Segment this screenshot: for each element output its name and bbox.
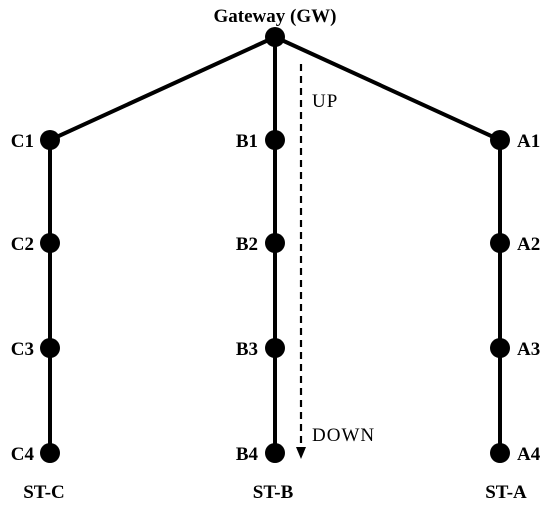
node-c1 [40, 130, 60, 150]
node-b2 [265, 233, 285, 253]
node-label-b1: B1 [236, 131, 258, 152]
branch-label-c: ST-C [23, 482, 65, 503]
node-a2 [490, 233, 510, 253]
node-c3 [40, 338, 60, 358]
up-label: UP [312, 91, 338, 112]
node-b4 [265, 443, 285, 463]
down-label: DOWN [312, 425, 375, 446]
node-a3 [490, 338, 510, 358]
node-c4 [40, 443, 60, 463]
node-label-b2: B2 [236, 234, 258, 255]
direction-arrow-head [296, 447, 306, 459]
node-label-a4: A4 [517, 444, 541, 465]
node-label-c1: C1 [11, 131, 34, 152]
node-label-c3: C3 [11, 339, 34, 360]
branch-label-b: ST-B [253, 482, 294, 503]
edge-gw-c1 [48, 35, 277, 142]
node-b3 [265, 338, 285, 358]
edge-gw-a1 [273, 35, 502, 142]
gateway-node [265, 27, 285, 47]
branch-label-a: ST-A [485, 482, 527, 503]
node-label-a3: A3 [517, 339, 540, 360]
node-label-b3: B3 [236, 339, 258, 360]
node-label-a2: A2 [517, 234, 540, 255]
node-label-a1: A1 [517, 131, 540, 152]
node-a1 [490, 130, 510, 150]
gateway-label: Gateway (GW) [214, 6, 337, 27]
node-label-c2: C2 [11, 234, 34, 255]
node-a4 [490, 443, 510, 463]
node-b1 [265, 130, 285, 150]
node-label-b4: B4 [236, 444, 259, 465]
node-label-c4: C4 [11, 444, 35, 465]
node-c2 [40, 233, 60, 253]
